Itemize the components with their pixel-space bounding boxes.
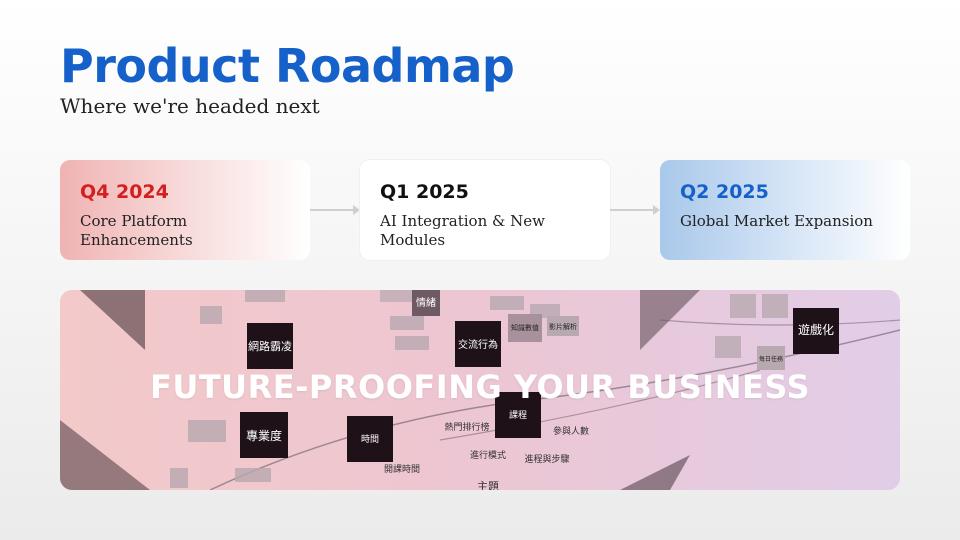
note-label: 熱門排行榜: [444, 421, 489, 433]
note-label: 遊戲化: [798, 322, 834, 337]
milestone-quarter: Q2 2025: [680, 181, 769, 203]
milestone-description: Core Platform Enhancements: [80, 212, 193, 249]
milestone-card-q1-2025: Q1 2025 AI Integration & New Modules: [360, 160, 610, 260]
milestone-card-q2-2025: Q2 2025 Global Market Expansion: [660, 160, 910, 260]
note-label: 專業度: [246, 428, 282, 443]
timeline-arrow-1: [310, 205, 360, 215]
note-label: 進程與步驟: [524, 453, 569, 465]
note-label: 進行模式: [470, 449, 506, 461]
note-label: 開課時間: [384, 463, 420, 475]
timeline-arrow-2: [610, 205, 660, 215]
note-label: 知識數值: [511, 323, 539, 332]
milestone-description: Global Market Expansion: [680, 212, 873, 230]
milestone-quarter: Q1 2025: [380, 181, 469, 203]
note-label: 情緒: [416, 296, 436, 309]
note-label: 主題: [477, 480, 499, 490]
note-label: 每日任務: [759, 355, 783, 363]
page-title: Product Roadmap: [60, 39, 515, 93]
banner-image: 網路霸凌 專業度 情緒 交流行為 時間 課程 遊戲化 熱門排行榜 參與人數 進行…: [60, 290, 900, 490]
note-label: 時間: [361, 434, 379, 445]
sticky-note-board: 網路霸凌 專業度 情緒 交流行為 時間 課程 遊戲化 熱門排行榜 參與人數 進行…: [60, 290, 900, 490]
note-label: 交流行為: [458, 338, 498, 351]
banner-headline: FUTURE-PROOFING YOUR BUSINESS: [149, 368, 810, 406]
note-label: 網路霸凌: [248, 339, 292, 353]
page-subtitle: Where we're headed next: [60, 94, 320, 118]
milestone-quarter: Q4 2024: [80, 181, 169, 203]
note-label: 課程: [509, 409, 527, 421]
note-label: 參與人數: [553, 425, 589, 437]
note-label: 影片解析: [549, 322, 577, 331]
milestone-card-q4-2024: Q4 2024 Core Platform Enhancements: [60, 160, 310, 260]
milestone-description: AI Integration & New Modules: [380, 212, 545, 249]
